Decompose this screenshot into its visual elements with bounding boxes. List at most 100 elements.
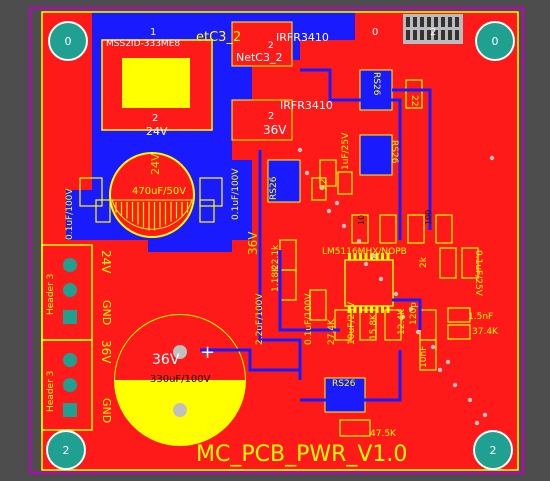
- ic-pin: [364, 253, 368, 260]
- diode-label: RS26: [269, 176, 279, 200]
- smd-footprint: [407, 214, 425, 244]
- ic-pin: [375, 306, 379, 313]
- via: [430, 344, 436, 350]
- net-label: 36V: [152, 352, 180, 368]
- via: [334, 200, 340, 206]
- via: [378, 276, 384, 282]
- mosfet-1-label: IRFR3410: [276, 31, 329, 44]
- smd-footprint: [447, 324, 471, 340]
- smd-footprint: [359, 309, 377, 341]
- mount-hole-top-right: 0: [475, 21, 515, 61]
- header-2-pin-2: [63, 378, 77, 392]
- via: [371, 253, 377, 259]
- ic-pin: [353, 306, 357, 313]
- net-label: 24V: [146, 125, 168, 138]
- mosfet-2-label: IRFR3410: [280, 99, 333, 112]
- silk-outline: [41, 11, 519, 471]
- connector-pin: [420, 30, 424, 40]
- cap-330uf-pad-1: [173, 345, 187, 359]
- connector-pin: [406, 17, 410, 27]
- net-label: 36V: [263, 123, 287, 137]
- smd-footprint: [439, 247, 457, 279]
- ic-label: LM5116MHX/NOPB: [322, 247, 407, 257]
- via: [356, 238, 362, 244]
- ic-pin: [370, 253, 373, 260]
- cap-label: 10nF: [419, 345, 429, 368]
- smd-footprints: [79, 79, 479, 437]
- via: [319, 185, 325, 191]
- cap-label: 1uF/25V: [341, 132, 351, 170]
- resistor-label: 12.4K: [397, 309, 407, 335]
- smd-footprint: [337, 171, 353, 195]
- net-label: 36V: [246, 231, 260, 255]
- smd-footprint: [461, 247, 479, 279]
- inductor-label: MSS2ID-333ME8: [106, 39, 181, 49]
- cap-label: 2.2uF/100V: [255, 293, 265, 345]
- via: [452, 382, 458, 388]
- net-label: 24V: [149, 153, 162, 175]
- pad-label: 0: [372, 27, 379, 38]
- pad-label: 2: [430, 27, 437, 38]
- via: [445, 359, 451, 365]
- ic-pin: [381, 306, 384, 313]
- header-2-pin-3: [63, 403, 77, 417]
- connector-pin: [434, 30, 438, 40]
- ic-pin: [348, 253, 351, 260]
- smd-footprint: [435, 214, 453, 244]
- diode-label: RS26: [332, 379, 356, 389]
- resistor-label: 27.4K: [327, 319, 337, 345]
- connector-pin: [413, 17, 417, 27]
- cap-label: 470uF/50V: [132, 186, 187, 197]
- cap-label: 0.1uF/100V: [304, 293, 314, 345]
- via: [304, 170, 310, 176]
- connector-pin: [406, 30, 410, 40]
- via: [297, 147, 303, 153]
- via: [393, 291, 399, 297]
- resistor-label: 15.8K: [369, 314, 379, 340]
- pad-label: 2: [268, 111, 275, 122]
- smd-footprint: [334, 309, 352, 341]
- inductor-core: [122, 58, 190, 108]
- resistor-label: 47.5K: [370, 429, 396, 439]
- ic-pin: [381, 253, 384, 260]
- mount-hole-bottom-left: 2: [46, 430, 86, 470]
- connector-pin: [427, 17, 431, 27]
- ic-pin: [386, 253, 390, 260]
- smd-footprint: [405, 79, 423, 109]
- mount-hole-top-left: 0: [48, 21, 88, 61]
- connector-pin: [455, 30, 459, 40]
- pad-label: 2: [268, 41, 274, 51]
- smd-footprint: [447, 307, 471, 323]
- via: [363, 261, 369, 267]
- resistor-label: 37.4K: [472, 327, 498, 337]
- via: [467, 397, 473, 403]
- smd-footprint: [199, 177, 223, 207]
- smd-footprint: [339, 419, 371, 437]
- connector-pin: [448, 17, 452, 27]
- smd-footprint: [95, 199, 111, 223]
- connector-pin: [413, 30, 417, 40]
- mosfet-1-pad: [231, 21, 293, 67]
- smd-footprint: [351, 214, 369, 244]
- resistor-label: 2k: [419, 257, 429, 268]
- diode-rs26-2: [359, 134, 393, 176]
- smd-footprint: [199, 199, 215, 223]
- diode-rs26-4: [324, 377, 366, 413]
- cap-330uf-pad-2: [173, 403, 187, 417]
- cap-label: 10uF/25V: [347, 302, 357, 345]
- connector-label: 36V: [99, 340, 113, 364]
- via: [400, 314, 406, 320]
- cap-470uf: [109, 152, 195, 238]
- via: [489, 155, 495, 161]
- bottom-copper-strip: [300, 12, 355, 40]
- via: [326, 208, 332, 214]
- smd-footprint: [319, 159, 337, 187]
- cap-470uf-hatch: [115, 202, 189, 231]
- ic-pin: [359, 253, 362, 260]
- header-1-pin-2: [63, 283, 77, 297]
- header-label: Header 3: [46, 273, 56, 315]
- cap-label: 1.5nF: [468, 312, 494, 322]
- connector-pin: [420, 17, 424, 27]
- pad-label: 1: [150, 27, 157, 38]
